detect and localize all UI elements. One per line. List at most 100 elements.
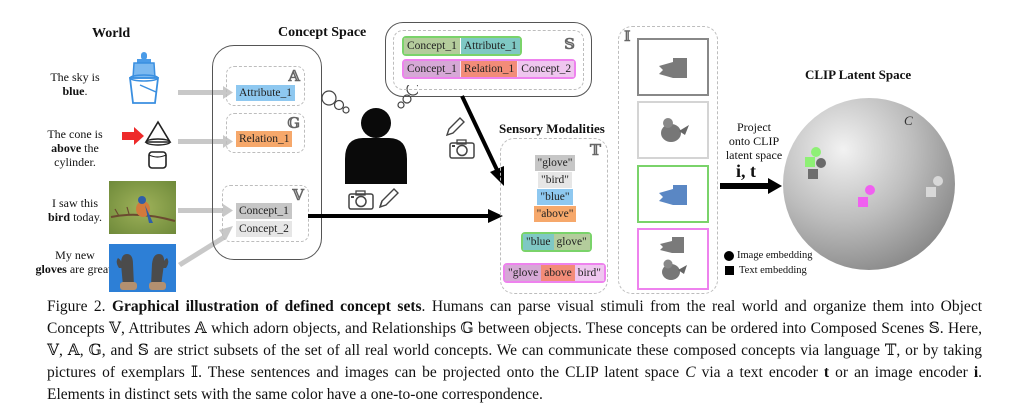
caption-body: or an image encoder xyxy=(829,364,974,381)
caption-body: . Humans can parse visual stimuli from t… xyxy=(47,298,983,381)
world-text-bold: bird xyxy=(48,210,71,224)
camera-icon xyxy=(449,139,475,159)
world-text-post: today. xyxy=(70,210,102,224)
pencil-icon xyxy=(445,117,465,137)
legend-label: Text embedding xyxy=(739,265,807,276)
concept-space-title: Concept Space xyxy=(278,25,367,40)
image-bird-gray xyxy=(637,101,709,159)
chip-scene-concept-2: Concept_2 xyxy=(518,61,575,77)
legend-item-image: Image embedding xyxy=(724,248,813,263)
phrase-word-above: above xyxy=(541,265,575,281)
world-text-bird: I saw this bird today. xyxy=(35,196,115,224)
world-title: World xyxy=(92,26,131,41)
scenes-panel xyxy=(385,22,592,97)
concept-to-sensory-arrows xyxy=(308,95,504,223)
world-text-post: are great. xyxy=(66,262,115,276)
bird-icon xyxy=(662,259,687,280)
glove-icon xyxy=(659,185,687,205)
chip-concept-2: Concept_2 xyxy=(236,221,292,237)
phrase-word-bird: bird" xyxy=(574,265,604,281)
world-text-pre: I saw this xyxy=(52,196,98,210)
legend: Image embedding Text embedding xyxy=(724,248,813,278)
scenes-set-label: 𝕊 xyxy=(564,35,575,53)
phrase-word-glove: glove" xyxy=(553,234,590,250)
phrase-blue-glove: "blue glove" xyxy=(521,232,592,252)
chip-attribute-1: Attribute_1 xyxy=(236,85,296,101)
caption-body: . Elements in distinct sets with the sam… xyxy=(47,364,983,403)
scenes-set: 𝕊 xyxy=(393,30,584,90)
figure-caption: Figure 2. Graphical illustration of defi… xyxy=(47,296,982,406)
attribute-set: 𝔸 Attribute_1 xyxy=(226,66,305,106)
legend-item-text: Text embedding xyxy=(724,263,813,278)
glove-icon xyxy=(659,58,687,78)
pencil-icon xyxy=(378,188,399,209)
world-text-above: The cone is above the cylinder. xyxy=(35,127,115,169)
image-glove-above-bird xyxy=(637,228,709,290)
world-text-blue: The sky is blue. xyxy=(35,70,115,98)
projection-arrow xyxy=(720,178,782,194)
world-text-bold: blue xyxy=(62,84,85,98)
image-embedding-pink xyxy=(865,185,875,195)
encoders-label: i, t xyxy=(736,161,756,181)
text-embedding-pink xyxy=(858,197,868,207)
caption-symbol-t: t xyxy=(823,364,830,381)
world-text-pre: My new xyxy=(55,248,95,262)
chip-concept-1: Concept_1 xyxy=(236,203,292,219)
word-bird: "bird" xyxy=(538,172,572,188)
world-text-post: the cylinder. xyxy=(54,141,99,169)
image-set-label: 𝕀 xyxy=(624,29,631,45)
image-glove-blue xyxy=(637,165,709,223)
clip-space-label: C xyxy=(904,113,913,128)
projection-line: onto CLIP xyxy=(728,134,780,148)
caption-body: via a text encoder xyxy=(695,364,824,381)
clip-title: CLIP Latent Space xyxy=(805,67,912,82)
gloves-photo xyxy=(109,244,176,292)
square-marker-icon xyxy=(725,266,734,275)
image-embedding-green xyxy=(811,147,821,157)
sensory-title: Sensory Modalities xyxy=(499,121,605,136)
caption-symbol-c: C xyxy=(685,364,696,381)
caption-symbol-i: i xyxy=(973,364,979,381)
world-text-gloves: My new gloves are great. xyxy=(35,248,115,276)
projection-line: Project xyxy=(737,120,771,134)
person-icon xyxy=(345,108,407,184)
projection-line: latent space xyxy=(725,148,783,162)
clip-sphere xyxy=(783,98,955,270)
text-embedding-green xyxy=(805,157,815,167)
sphere-surface xyxy=(783,98,955,270)
text-embedding-dark xyxy=(808,169,818,179)
text-embedding-light xyxy=(926,187,936,197)
bird-photo xyxy=(109,181,176,234)
chip-scene-relation-1: Relation_1 xyxy=(460,61,518,77)
circle-marker-icon xyxy=(724,250,734,261)
world-text-bold: above xyxy=(51,141,82,155)
world-text-bold: gloves xyxy=(35,262,67,276)
projection-text: Project onto CLIP latent space xyxy=(722,120,786,162)
attribute-set-label: 𝔸 xyxy=(288,67,300,85)
image-embedding-light xyxy=(933,176,943,186)
chip-scene-attribute-1: Attribute_1 xyxy=(460,38,520,54)
bottle-bucket-icon xyxy=(128,52,160,104)
object-set: 𝕍 Concept_1 Concept_2 xyxy=(222,185,309,242)
legend-label: Image embedding xyxy=(737,250,813,261)
glove-icon xyxy=(660,237,684,253)
image-set: 𝕀 xyxy=(618,26,718,294)
scene-row-2: Concept_1 Relation_1 Concept_2 xyxy=(402,59,577,79)
image-glove-gray xyxy=(637,38,709,96)
relation-set-label: 𝔾 xyxy=(287,114,300,132)
concept-space-panel xyxy=(212,45,322,260)
scene-row-1: Concept_1 Attribute_1 xyxy=(402,36,522,56)
caption-label: Figure 2. xyxy=(47,298,106,315)
word-above: "above" xyxy=(533,206,577,222)
text-set: 𝕋 xyxy=(500,138,608,294)
chip-scene-concept-1: Concept_1 xyxy=(404,38,460,54)
relation-set: 𝔾 Relation_1 xyxy=(226,113,305,153)
chip-relation-1: Relation_1 xyxy=(236,131,293,147)
bird-icon xyxy=(661,118,689,142)
word-list: "glove" "bird" "blue" "above" xyxy=(533,155,577,222)
world-text-pre: The cone is xyxy=(47,127,103,141)
object-set-label: 𝕍 xyxy=(292,186,304,204)
word-glove: "glove" xyxy=(534,155,576,171)
cone-cylinder-icon xyxy=(122,120,172,169)
image-embedding-dark xyxy=(816,158,826,168)
